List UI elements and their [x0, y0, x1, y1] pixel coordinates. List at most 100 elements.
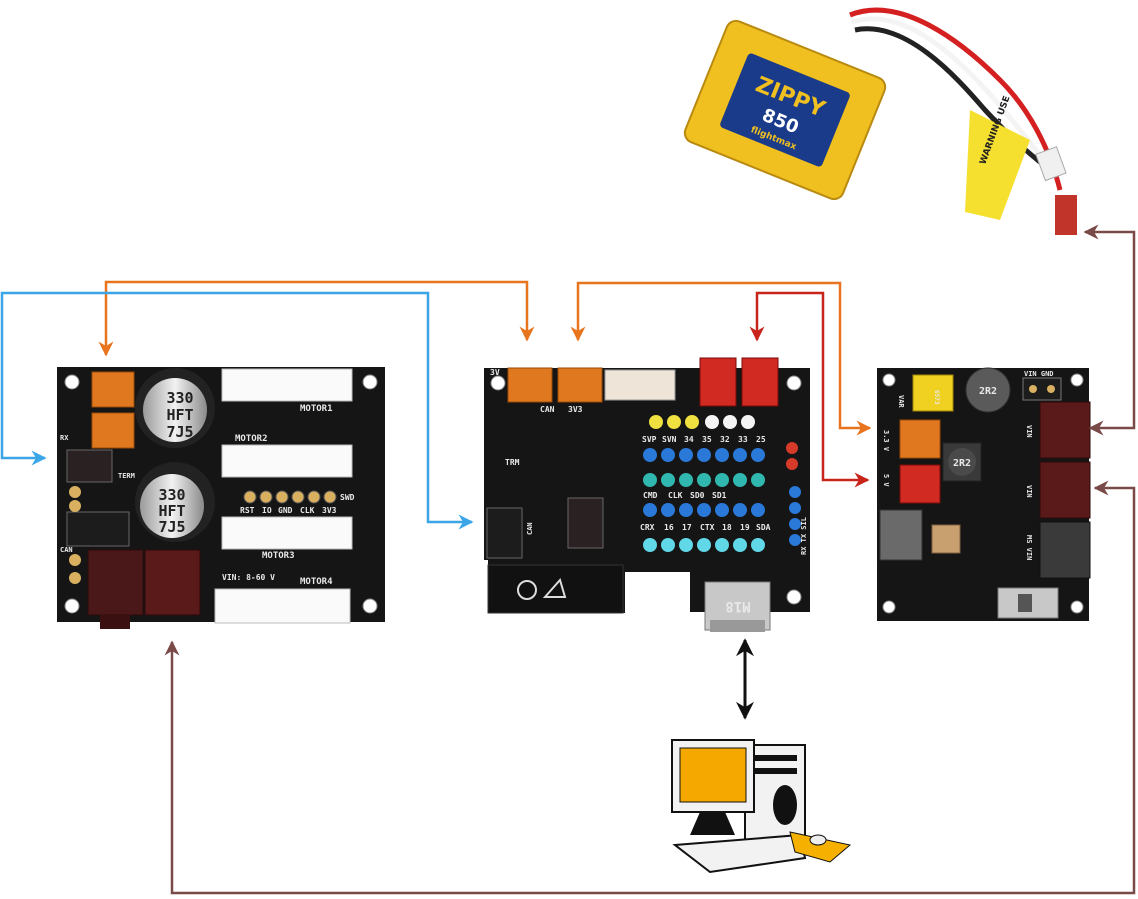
- motor4-label: MOTOR4: [300, 577, 333, 587]
- power-connector-1: [699, 357, 737, 407]
- pin-label: CMD: [643, 491, 658, 500]
- cap2-line3: 7J5: [158, 518, 185, 536]
- pin-label: 32: [720, 435, 730, 444]
- rx-label: RX: [60, 434, 69, 442]
- 5v-wire: [749, 291, 870, 488]
- power-in-connector: [87, 549, 144, 616]
- mount-hole: [64, 374, 80, 390]
- motor2-label: MOTOR2: [235, 434, 268, 444]
- vin-gnd-header: [1022, 377, 1062, 401]
- mount-hole: [490, 375, 506, 391]
- vin-label: VIN: 8-60 V: [222, 573, 275, 582]
- computer-icon: [671, 739, 852, 874]
- 3v3-connector: [899, 419, 941, 459]
- clk-label: CLK: [300, 506, 315, 515]
- pin-label: 25: [756, 435, 766, 444]
- io-label: IO: [262, 506, 272, 515]
- power-board: 2R2 2R2 VIN GND VAR 3.3 V 5 V VIN VIN MS…: [877, 367, 1091, 621]
- mount-hole: [1070, 373, 1084, 387]
- pin-label: 19: [740, 523, 750, 532]
- pin-label: CLK: [668, 491, 683, 500]
- can-connector-top: [91, 371, 135, 408]
- spare-connector: [604, 369, 676, 401]
- 3v-label: 3V: [490, 368, 500, 377]
- 3v3-can-connector: [557, 367, 603, 403]
- debug-connector: [66, 511, 130, 547]
- battery-label: [720, 53, 850, 167]
- pin-label: 33: [738, 435, 748, 444]
- power-connector-2: [741, 357, 779, 407]
- pin-label: SD0: [690, 491, 705, 500]
- motor3-label: MOTOR3: [262, 551, 295, 561]
- motor1-connector: [221, 368, 353, 402]
- controller-board: 3V CAN 3V3 TRM CAN SVP SVN 34 35 32 33 2…: [484, 357, 810, 632]
- tantalum-capacitor: [931, 524, 961, 554]
- ms-vin-label: MS VIN: [1025, 535, 1033, 560]
- mount-hole: [362, 598, 378, 614]
- can-side-label: CAN: [526, 522, 534, 535]
- power-in-connector-1: [1039, 401, 1091, 459]
- can-top-label: CAN: [540, 405, 555, 414]
- uart-header: [567, 497, 604, 549]
- balance-connector: [1035, 146, 1067, 182]
- pin-label: 16: [664, 523, 674, 532]
- 5v-connector: [899, 464, 941, 504]
- mouse-pad: [789, 831, 852, 863]
- motor4-connector: [214, 588, 351, 624]
- rst-label: RST: [240, 506, 255, 515]
- 5v-label: 5 V: [882, 474, 890, 487]
- var-label: VAR: [897, 395, 905, 408]
- monitor-screen: [679, 747, 747, 803]
- mount-hole: [882, 600, 896, 614]
- cap1-line2: HFT: [166, 406, 193, 424]
- swd-label: SWD: [340, 493, 355, 502]
- can-wire-motor: [98, 280, 535, 357]
- can-connector-bottom: [91, 412, 135, 449]
- pin-label: SVP: [642, 435, 657, 444]
- mouse: [809, 834, 827, 846]
- capacitor: [879, 509, 923, 561]
- pin-label: CTX: [700, 523, 715, 532]
- usb-label: M18: [725, 598, 750, 614]
- pin-label: CRX: [640, 523, 655, 532]
- antenna-area: [487, 564, 624, 614]
- 3v3-label: 3.3 V: [882, 430, 890, 452]
- fuse-label: 6573: [933, 390, 940, 405]
- switch-connector: [1039, 521, 1091, 579]
- power-out-connector: [144, 549, 201, 616]
- cap1-line1: 330: [166, 389, 193, 407]
- inductor-1: [965, 367, 1011, 413]
- motor-driver-board: 330 HFT 7J5 330 HFT 7J5 MOTOR1 MOTOR2 MO…: [57, 367, 385, 629]
- cap1-line3: 7J5: [166, 423, 193, 441]
- vin-label-1: VIN: [1025, 425, 1033, 438]
- pin-label: SDA: [756, 523, 771, 532]
- motor2-connector: [221, 444, 353, 478]
- keyboard: [672, 833, 807, 874]
- vin-gnd-label: VIN GND: [1024, 370, 1054, 378]
- mount-hole: [786, 589, 802, 605]
- mount-hole: [64, 598, 80, 614]
- battery-connector: [1055, 195, 1077, 235]
- power-in-connector-2: [1039, 461, 1091, 519]
- mount-hole: [362, 374, 378, 390]
- pin-label: 35: [702, 435, 712, 444]
- gnd-label: GND: [278, 506, 293, 515]
- battery-warning-tag: [965, 110, 1030, 220]
- uart-connector: [66, 449, 113, 483]
- 3v3-label: 3V3: [322, 506, 337, 515]
- 3v-can-connector: [507, 367, 553, 403]
- vin-label-2: VIN: [1025, 485, 1033, 498]
- var-connector: [912, 374, 954, 412]
- mount-hole: [786, 375, 802, 391]
- pin-label: SVN: [662, 435, 677, 444]
- rx-tx-label: RX TX SIL: [800, 517, 808, 555]
- mount-hole: [1070, 600, 1084, 614]
- battery-wire: [1083, 224, 1136, 436]
- motor3-connector: [221, 516, 353, 550]
- can-header: [486, 507, 523, 559]
- term-label: TERM: [118, 472, 135, 480]
- trm-label: TRM: [505, 458, 520, 467]
- 3v3-label: 3V3: [568, 405, 583, 414]
- mount-hole: [882, 373, 896, 387]
- inductor2-label: 2R2: [953, 458, 971, 469]
